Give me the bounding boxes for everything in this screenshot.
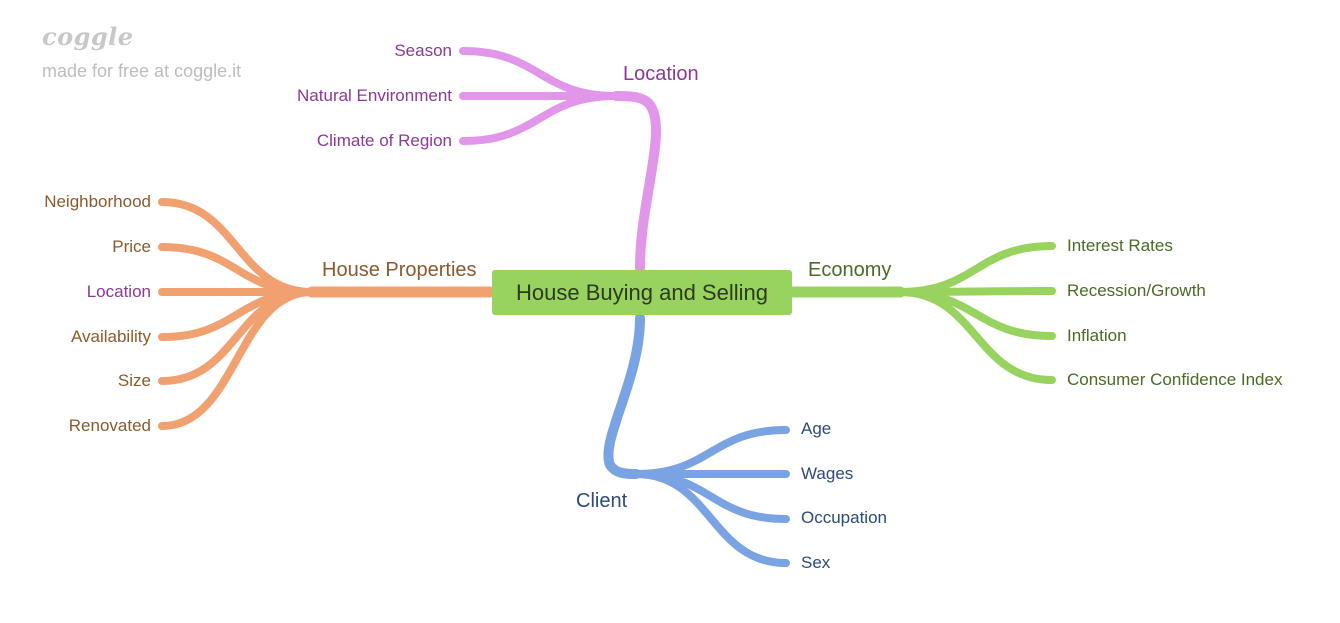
location-child-natural-environment[interactable]: Natural Environment — [297, 86, 452, 105]
client-child-wages[interactable]: Wages — [801, 464, 854, 483]
branch-economy-label[interactable]: Economy — [808, 259, 892, 281]
location-child-climate-of-region[interactable]: Climate of Region — [316, 131, 452, 150]
branch-location-label[interactable]: Location — [623, 63, 699, 85]
house-properties-child-renovated[interactable]: Renovated — [68, 416, 151, 435]
house-properties-child-availability[interactable]: Availability — [70, 327, 151, 346]
client-connector-3 — [632, 470, 790, 567]
location-trunk — [611, 91, 661, 273]
economy-connector-3 — [896, 288, 1056, 384]
client-child-occupation[interactable]: Occupation — [801, 508, 887, 527]
coggle-watermark[interactable]: coggle made for free at coggle.it — [42, 22, 241, 82]
client-trunk — [603, 313, 645, 479]
branch-house-properties-label[interactable]: House Properties — [322, 259, 477, 281]
economy-child-interest-rates[interactable]: Interest Rates — [1067, 236, 1173, 255]
root-node[interactable]: House Buying and Selling — [492, 270, 792, 315]
coggle-tagline: made for free at coggle.it — [42, 61, 242, 81]
economy-connector-0 — [896, 242, 1056, 296]
economy-child-recession-growth[interactable]: Recession/Growth — [1067, 281, 1206, 300]
house-properties-child-size[interactable]: Size — [117, 371, 151, 390]
location-connector-2 — [459, 92, 620, 145]
location-child-season[interactable]: Season — [394, 41, 452, 60]
house-properties-child-location[interactable]: Location — [86, 282, 151, 301]
client-connector-0 — [632, 426, 790, 478]
economy-child-inflation[interactable]: Inflation — [1067, 326, 1127, 345]
coggle-logo: coggle — [42, 22, 134, 51]
branch-client-label[interactable]: Client — [576, 490, 628, 512]
house-properties-child-price[interactable]: Price — [112, 237, 151, 256]
location-connector-0 — [459, 47, 620, 100]
house-properties-child-neighborhood[interactable]: Neighborhood — [44, 192, 151, 211]
client-child-sex[interactable]: Sex — [801, 553, 831, 572]
economy-child-consumer-confidence-index[interactable]: Consumer Confidence Index — [1067, 370, 1283, 389]
house-properties-connector-5 — [158, 288, 316, 430]
client-child-age[interactable]: Age — [801, 419, 832, 438]
